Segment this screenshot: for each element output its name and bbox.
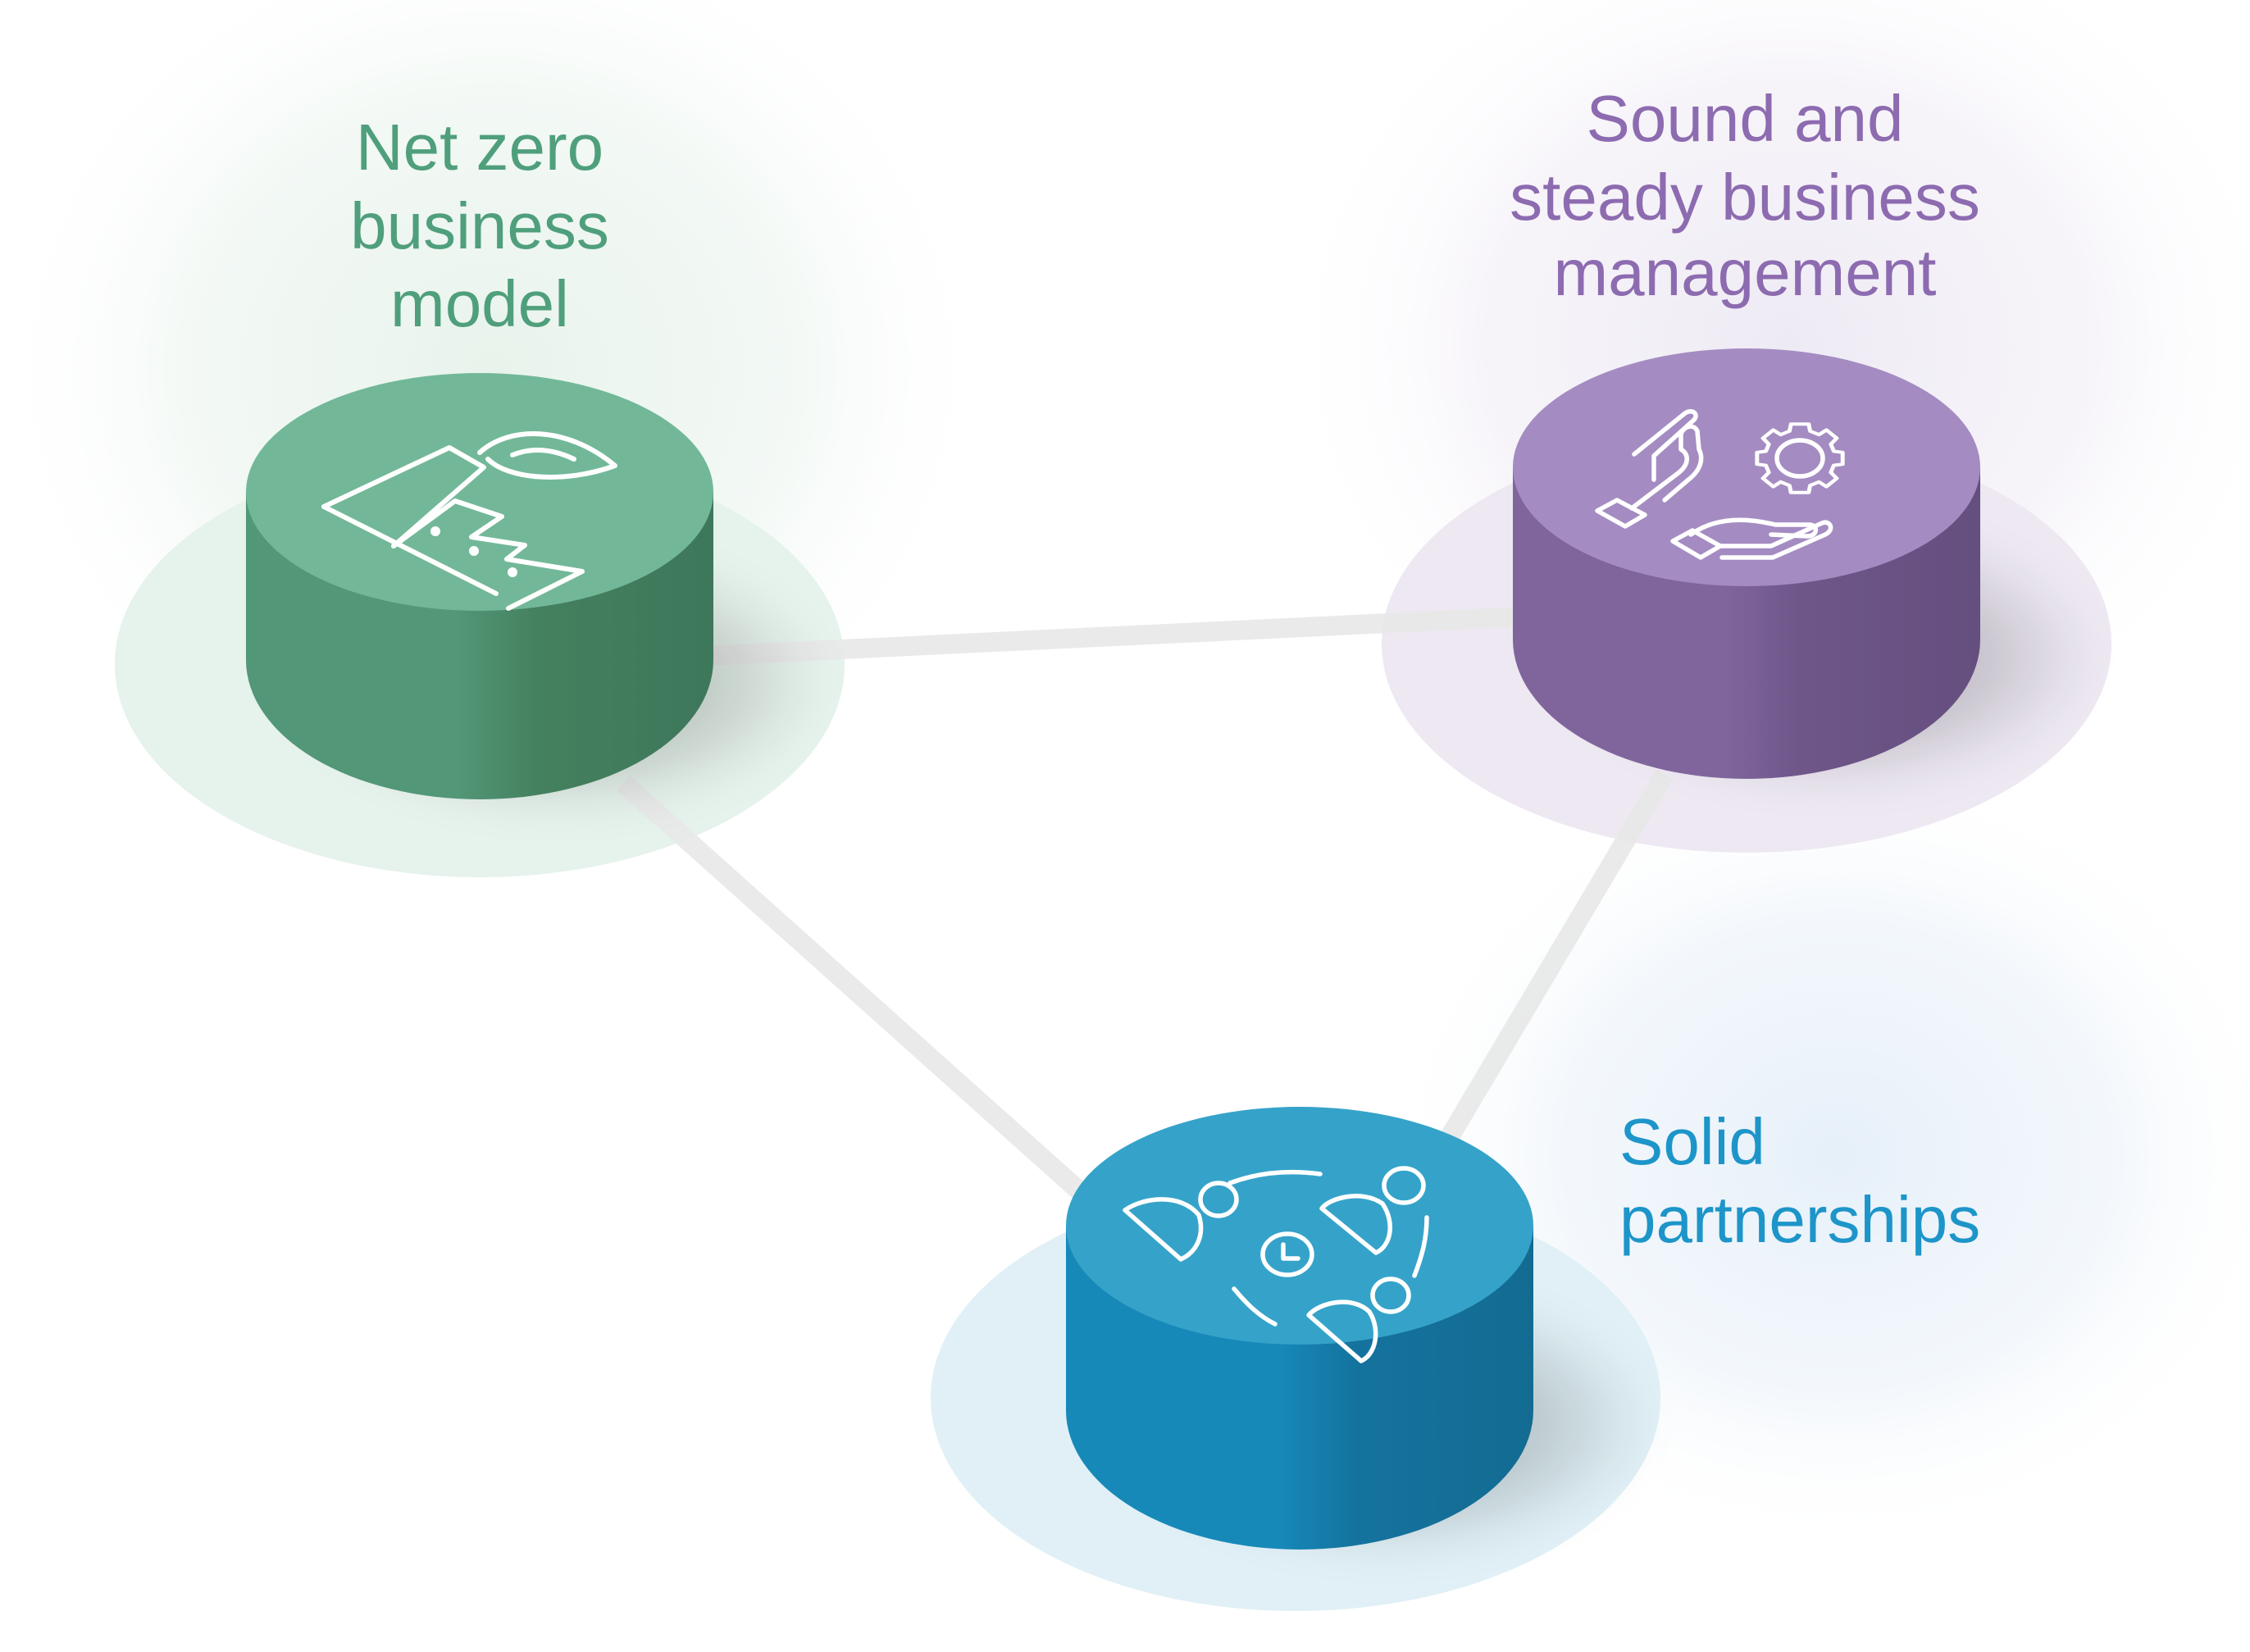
label-line: business	[350, 189, 609, 262]
label-sound-management: Sound and steady business management	[1510, 82, 1980, 309]
factory-leaf-icon	[321, 431, 617, 611]
cylinder-top	[1513, 348, 1980, 586]
hands-gear-icon	[1595, 409, 1845, 560]
label-line: partnerships	[1619, 1183, 1980, 1256]
cylinder-top	[246, 373, 713, 611]
pillar-net-zero[interactable]	[246, 373, 828, 820]
connector-netzero-partnerships	[616, 776, 1098, 1208]
cylinder-top	[1066, 1107, 1533, 1345]
connectors	[616, 607, 1674, 1208]
label-line: management	[1554, 236, 1937, 309]
label-line: model	[390, 267, 569, 340]
label-net-zero: Net zero business model	[350, 111, 609, 340]
pillar-solid-partnerships[interactable]	[1066, 1107, 1656, 1562]
connector-sound-partnerships	[1434, 769, 1674, 1154]
people-network-clock-icon	[1123, 1166, 1429, 1363]
pillar-sound-management[interactable]	[1513, 348, 2099, 795]
connector-netzero-sound	[704, 607, 1526, 666]
label-line: Net zero	[356, 111, 603, 184]
label-solid-partnerships: Solid partnerships	[1619, 1105, 1980, 1256]
label-line: steady business	[1510, 161, 1980, 234]
label-line: Sound and	[1586, 82, 1903, 155]
label-line: Solid	[1619, 1105, 1765, 1178]
